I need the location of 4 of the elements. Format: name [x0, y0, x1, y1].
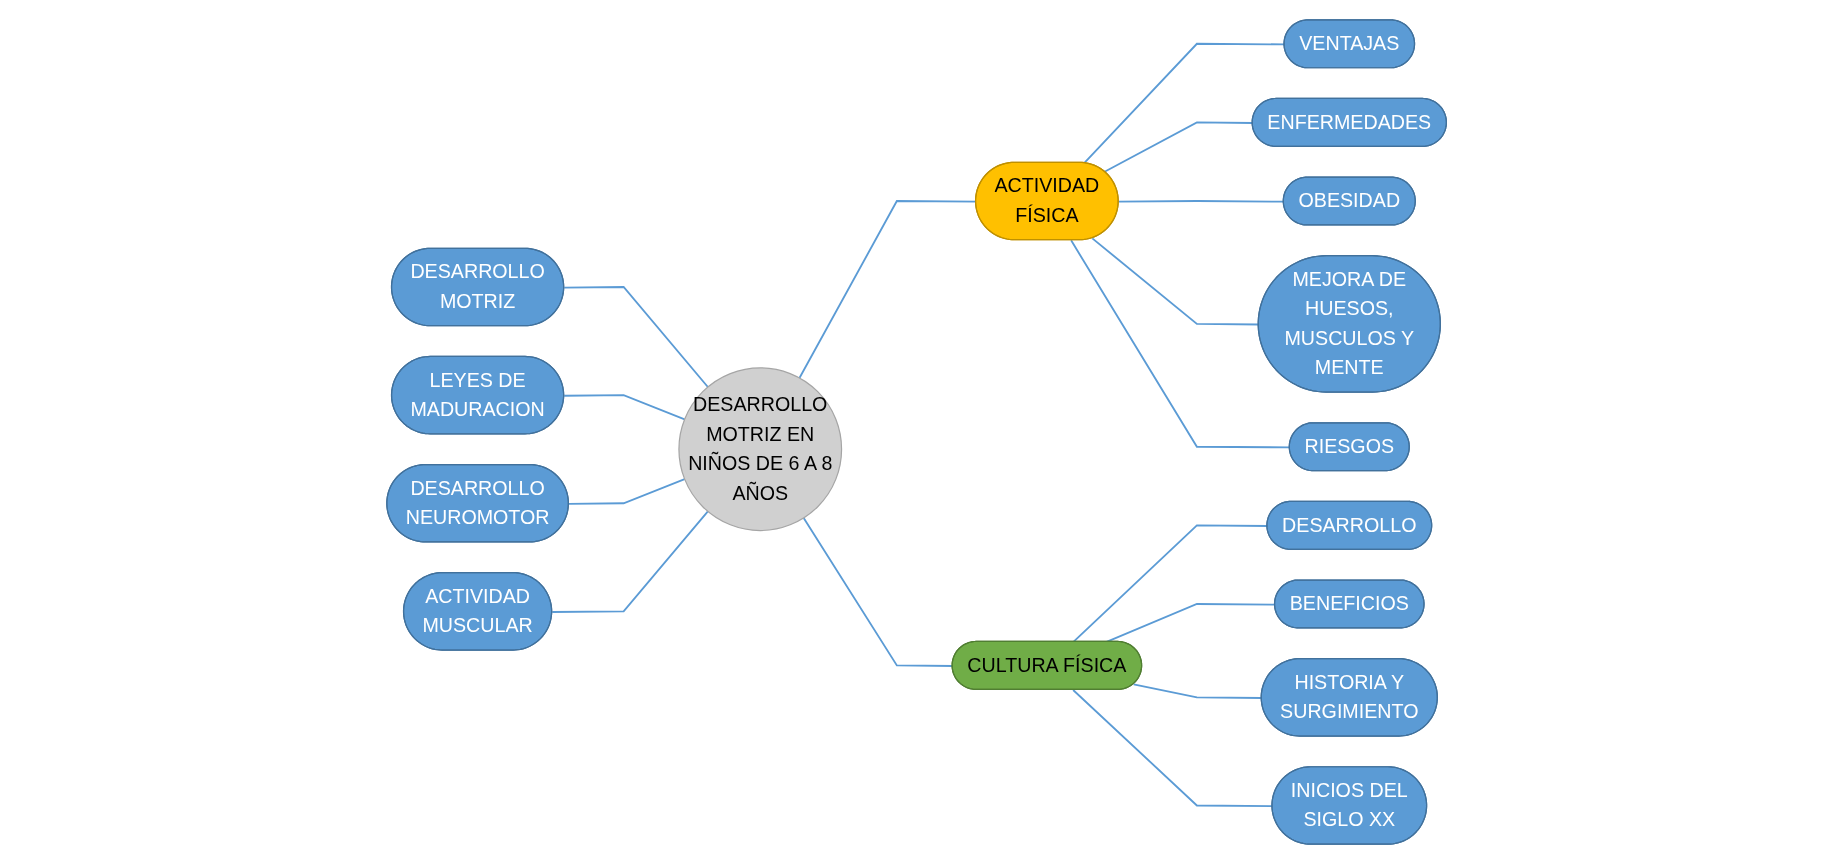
node-circle: DESARROLLO MOTRIZ EN NIÑOS DE 6 A 8 AÑOS — [678, 367, 843, 532]
connector — [563, 286, 709, 388]
connector — [563, 394, 686, 421]
connector — [551, 510, 709, 613]
